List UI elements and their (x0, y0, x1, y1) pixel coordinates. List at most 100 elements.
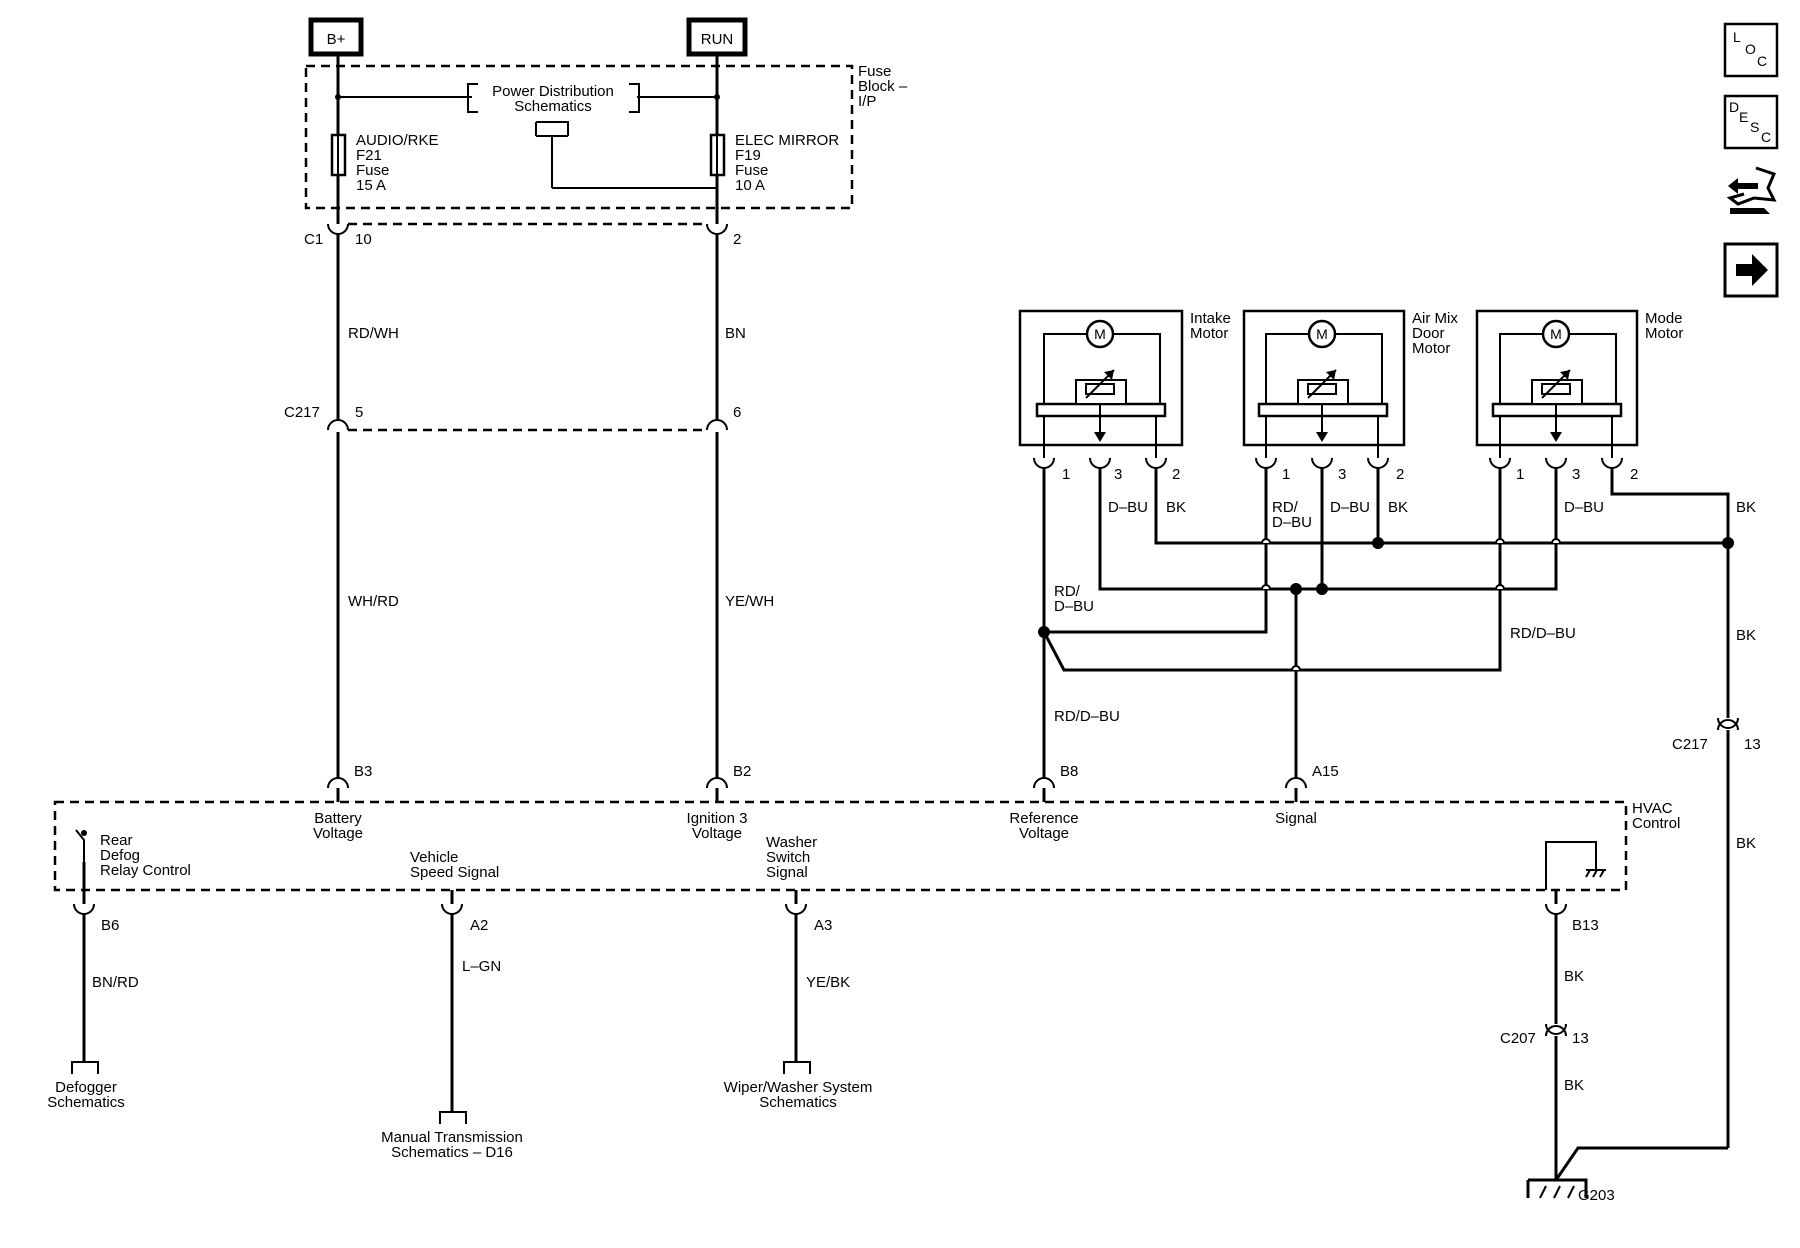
airmix-motor-m: M (1316, 326, 1328, 342)
reference-voltage-1: Reference (1009, 810, 1078, 827)
ground-g203-label: G203 (1578, 1187, 1615, 1204)
wire-dbu1-label: D–BU (1108, 499, 1148, 516)
loc-icon[interactable]: L O C (1723, 22, 1779, 78)
pin-b13: B13 (1572, 917, 1599, 934)
defog-label-3: Relay Control (100, 862, 191, 879)
motor-wiring: D–BU BK RD/ D–BU D–BU BK D–BU BK RD/ D–B… (1038, 468, 1756, 778)
airmix-motor-title-2: Door (1412, 325, 1445, 342)
c217-label: C217 (284, 404, 320, 421)
washer-label-1: Washer (766, 834, 817, 851)
wire-bk3-label: BK (1736, 499, 1756, 516)
f21-name: AUDIO/RKE (356, 132, 439, 149)
manual-dest-1: Manual Transmission (381, 1129, 523, 1146)
wire-rd-dbu-c: RD/ (1054, 583, 1081, 600)
pin-a3: A3 (814, 917, 832, 934)
c207-label: C207 (1500, 1030, 1536, 1047)
airmix-pin2: 2 (1396, 466, 1404, 483)
c217-bk-label: C217 (1672, 736, 1708, 753)
f19-id: F19 (735, 147, 761, 164)
nav-icons: L O C D E S C (1723, 22, 1779, 298)
loc-icon-c: C (1757, 53, 1767, 69)
wire-bnrd-label: BN/RD (92, 974, 139, 991)
manual-dest-2: Schematics – D16 (391, 1144, 513, 1161)
wire-rd-dbu-d: D–BU (1054, 598, 1094, 615)
c217-pin-right: 6 (733, 404, 741, 421)
bplus-label: B+ (327, 31, 346, 48)
wire-bk4-label: BK (1736, 627, 1756, 644)
connector-c1: C1 10 2 (304, 222, 741, 248)
defogger-dest-2: Schematics (47, 1094, 125, 1111)
wire-whrd-label: WH/RD (348, 593, 399, 610)
f21-rating: 15 A (356, 177, 386, 194)
motor-pin-connectors: 1 3 2 1 3 2 1 3 2 (1033, 457, 1638, 483)
next-arrow-icon[interactable] (1723, 242, 1779, 298)
mode-motor: M Mode Motor (1475, 309, 1683, 458)
pin-a2: A2 (470, 917, 488, 934)
reference-voltage-2: Voltage (1019, 825, 1069, 842)
ignition-voltage-2: Voltage (692, 825, 742, 842)
connector-c217: C217 5 6 (284, 404, 741, 432)
pin-b6: B6 (101, 917, 119, 934)
air-mix-door-motor: M Air Mix Door Motor (1242, 309, 1458, 458)
pin-b3: B3 (354, 763, 372, 780)
washer-label-2: Switch (766, 849, 810, 866)
intake-motor-m: M (1094, 326, 1106, 342)
airmix-motor-title-3: Motor (1412, 340, 1450, 357)
wire-lgn-label: L–GN (462, 958, 501, 975)
wire-bk1-label: BK (1166, 499, 1186, 516)
airmix-motor-title-1: Air Mix (1412, 310, 1458, 327)
battery-voltage-2: Voltage (313, 825, 363, 842)
wire-rd-dbu-ref: RD/D–BU (1054, 708, 1120, 725)
f19-name: ELEC MIRROR (735, 132, 839, 149)
signal-label: Signal (1275, 810, 1317, 827)
f19-rating: 10 A (735, 177, 765, 194)
f19-type: Fuse (735, 162, 768, 179)
diagnostic-tool-icon[interactable] (1726, 166, 1777, 214)
wire-yebk-label: YE/BK (806, 974, 850, 991)
wire-rd-dbu-a: RD/ (1272, 499, 1299, 516)
intake-motor-title-2: Motor (1190, 325, 1228, 342)
intake-pin3: 3 (1114, 466, 1122, 483)
mode-motor-title-2: Motor (1645, 325, 1683, 342)
c217-pin-left: 5 (355, 404, 363, 421)
hvac-control-module: HVAC Control B3 B2 B8 A15 Battery Voltag… (53, 763, 1680, 892)
desc-icon-e: E (1739, 109, 1748, 125)
wire-bk6-label: BK (1564, 968, 1584, 985)
defog-label-2: Defog (100, 847, 140, 864)
bottom-circuits: B6 BN/RD Defogger Schematics A2 L–GN Man… (47, 890, 1728, 1204)
run-label: RUN (701, 31, 734, 48)
vss-label-1: Vehicle (410, 849, 458, 866)
wire-rd-dbu-mode: RD/D–BU (1510, 625, 1576, 642)
battery-voltage-1: Battery (314, 810, 362, 827)
wiper-dest-2: Schematics (759, 1094, 837, 1111)
hvac-title-1: HVAC (1632, 800, 1673, 817)
airmix-pin1: 1 (1282, 466, 1290, 483)
mode-pin1: 1 (1516, 466, 1524, 483)
wire-bk7-label: BK (1564, 1077, 1584, 1094)
desc-icon-s: S (1750, 119, 1759, 135)
wire-bk5-label: BK (1736, 835, 1756, 852)
wire-bk2-label: BK (1388, 499, 1408, 516)
ignition-voltage-1: Ignition 3 (687, 810, 748, 827)
bk-ground-wire: BK C217 13 BK (1672, 543, 1761, 1148)
wire-rd-dbu-b: D–BU (1272, 514, 1312, 531)
f21-type: Fuse (356, 162, 389, 179)
desc-icon-d: D (1729, 99, 1739, 115)
pin-b2: B2 (733, 763, 751, 780)
pin-a15: A15 (1312, 763, 1339, 780)
hvac-title-2: Control (1632, 815, 1680, 832)
c1-pin-right: 2 (733, 231, 741, 248)
intake-motor-title-1: Intake (1190, 310, 1231, 327)
washer-label-3: Signal (766, 864, 808, 881)
c1-pin-left: 10 (355, 231, 372, 248)
fuse-block-title-1: Fuse (858, 63, 891, 80)
mode-pin3: 3 (1572, 466, 1580, 483)
power-source-bplus: B+ (308, 17, 364, 57)
desc-icon[interactable]: D E S C (1723, 94, 1779, 150)
intake-motor: M Intake Motor (1018, 309, 1231, 458)
defog-label-1: Rear (100, 832, 133, 849)
pds-label-1: Power Distribution (492, 83, 614, 100)
mode-motor-title-1: Mode (1645, 310, 1683, 327)
wire-rdwh-label: RD/WH (348, 325, 399, 342)
